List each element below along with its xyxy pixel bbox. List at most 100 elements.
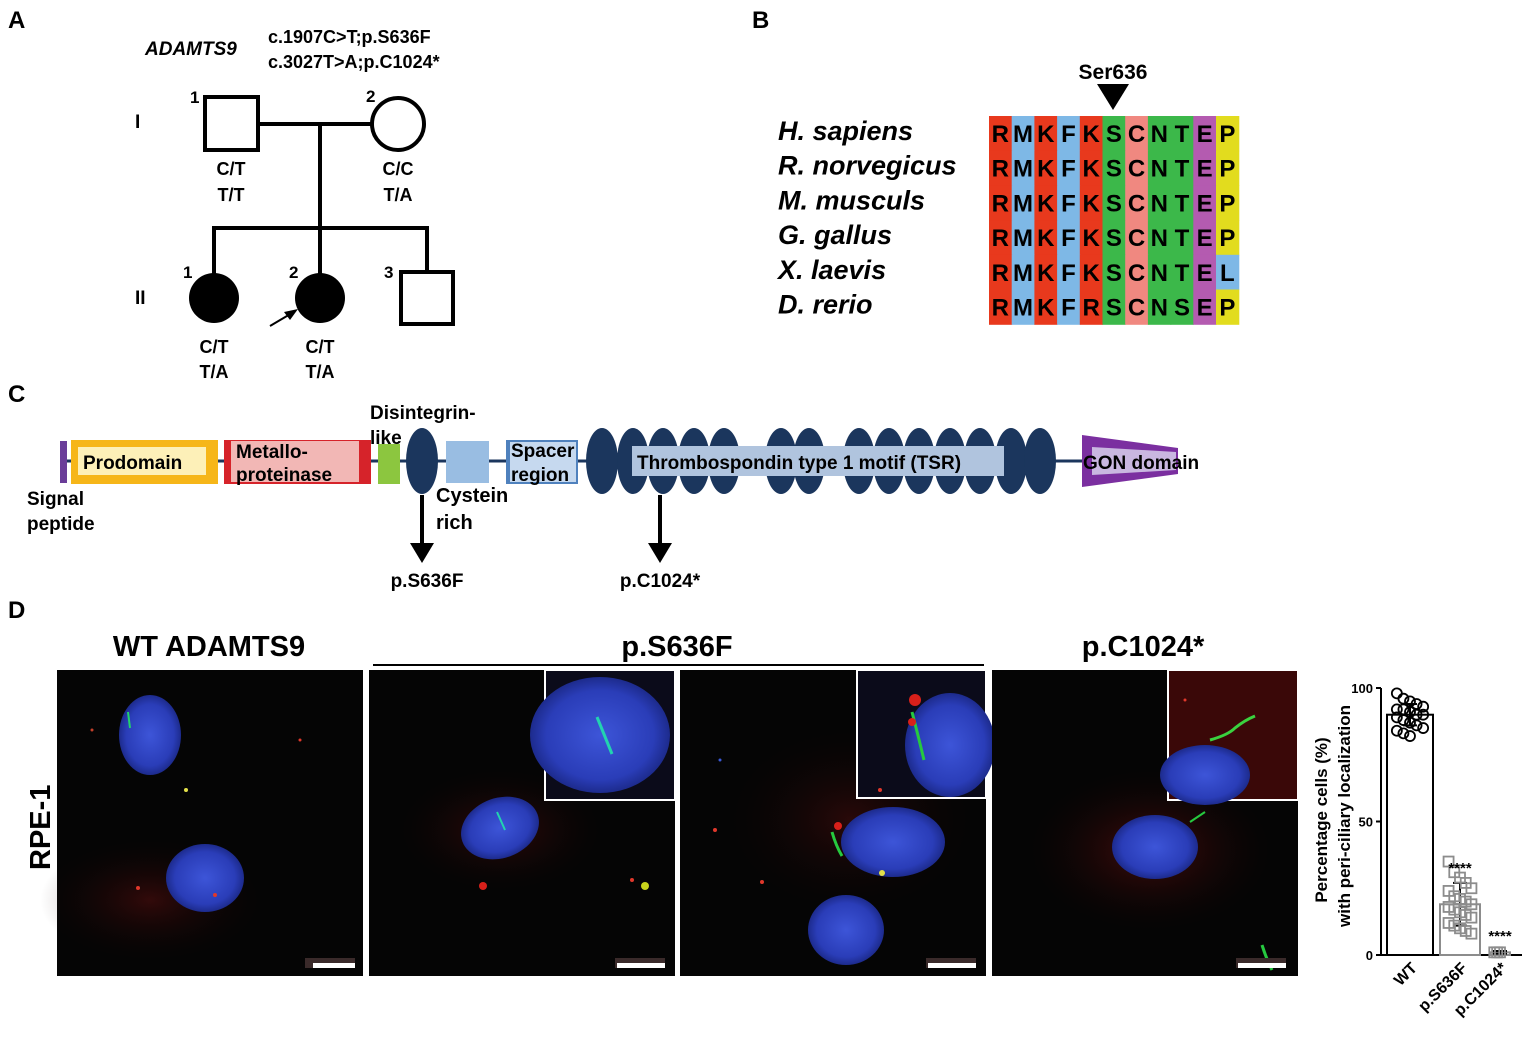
residue-cell bbox=[1170, 220, 1194, 256]
residue-letter: E bbox=[1197, 121, 1213, 148]
spacer-label-2: region bbox=[511, 465, 569, 486]
residue-letter: S bbox=[1106, 121, 1122, 148]
data-point bbox=[1410, 719, 1423, 732]
residue-letter: T bbox=[1175, 225, 1190, 252]
genotype-i1-a: C/T bbox=[217, 159, 246, 179]
mutation-label-2: p.C1024* bbox=[620, 571, 701, 592]
residue-cell bbox=[1216, 116, 1240, 152]
panel-d: D WT ADAMTS9 p.S636F p.C1024* RPE-1 bbox=[8, 597, 1522, 1020]
residue-letter: K bbox=[1037, 190, 1055, 217]
residue-cell bbox=[1102, 220, 1126, 256]
data-point bbox=[1390, 711, 1403, 724]
data-point bbox=[1397, 714, 1410, 726]
residue-letter: S bbox=[1106, 260, 1122, 287]
residue-cell bbox=[1057, 254, 1081, 291]
residue-cell bbox=[1193, 150, 1217, 186]
residue-letter: T bbox=[1175, 156, 1190, 183]
residue-letter: M bbox=[1013, 190, 1033, 217]
residue-letter: F bbox=[1061, 260, 1076, 287]
disintegrin-label-2: like bbox=[370, 428, 402, 449]
residue-cell bbox=[1170, 289, 1194, 325]
residue-cell bbox=[1057, 220, 1081, 256]
residue-letter: C bbox=[1128, 225, 1145, 252]
residue-letter: K bbox=[1082, 190, 1100, 217]
species-label: H. sapiens bbox=[778, 116, 913, 146]
tsr-motif bbox=[586, 428, 618, 494]
spacer-label-1: Spacer bbox=[511, 441, 575, 462]
residue-cell bbox=[1170, 254, 1194, 291]
data-point bbox=[1465, 927, 1478, 940]
residue-cell bbox=[1216, 150, 1240, 186]
data-point bbox=[1417, 708, 1430, 721]
y-tick-label: 100 bbox=[1351, 681, 1373, 696]
data-point bbox=[1397, 692, 1410, 705]
residue-cell bbox=[1057, 289, 1081, 325]
residue-letter: R bbox=[992, 295, 1009, 322]
residue-letter: K bbox=[1037, 295, 1055, 322]
pedigree-male-i1 bbox=[203, 95, 260, 152]
mutation-arrow-1 bbox=[410, 495, 434, 563]
generation-ii-label: II bbox=[135, 288, 146, 309]
data-point bbox=[1417, 700, 1430, 713]
data-point bbox=[1404, 730, 1416, 742]
residue-letter: L bbox=[1220, 260, 1235, 287]
residue-cell bbox=[1011, 220, 1035, 256]
residue-letter: K bbox=[1082, 156, 1100, 183]
genotype-ii1-a: C/T bbox=[200, 337, 229, 357]
micrograph-s636f-2 bbox=[680, 669, 995, 976]
metallo-label-1: Metallo- bbox=[236, 442, 308, 463]
tsr-label-background bbox=[632, 446, 1004, 476]
residue-letter: E bbox=[1197, 260, 1213, 287]
ser636-marker: Ser636 bbox=[1079, 61, 1148, 84]
residue-cell bbox=[1102, 185, 1126, 221]
residue-cell bbox=[1034, 254, 1058, 291]
nucleus bbox=[461, 796, 539, 860]
signal-label-2: peptide bbox=[27, 514, 95, 535]
residue-cell bbox=[989, 220, 1013, 256]
genotype-ii1-b: T/A bbox=[200, 362, 229, 382]
residue-letter: N bbox=[1151, 156, 1168, 183]
x-tick-label: WT bbox=[1391, 960, 1421, 990]
residue-letter: E bbox=[1197, 295, 1213, 322]
residue-cell bbox=[1079, 116, 1104, 152]
cys-label-1: Cystein bbox=[436, 485, 508, 507]
marker-triangle-icon bbox=[1097, 84, 1129, 110]
residue-letter: K bbox=[1082, 260, 1100, 287]
member-number-ii2: 2 bbox=[289, 263, 298, 282]
residue-letter: S bbox=[1106, 225, 1122, 252]
residue-cell bbox=[989, 185, 1013, 221]
residue-cell bbox=[1034, 116, 1058, 152]
residue-letter: C bbox=[1128, 190, 1145, 217]
residue-cell bbox=[1125, 116, 1149, 152]
residue-letter: C bbox=[1128, 260, 1145, 287]
data-point bbox=[1465, 911, 1478, 924]
tsr-label: Thrombospondin type 1 motif (TSR) bbox=[637, 453, 961, 474]
y-tick-label: 0 bbox=[1366, 948, 1373, 963]
nucleus bbox=[119, 695, 181, 775]
gene-name: ADAMTS9 bbox=[144, 39, 237, 60]
residue-cell bbox=[1034, 289, 1058, 325]
data-point bbox=[1417, 722, 1430, 734]
pedigree-lines bbox=[212, 122, 429, 274]
residue-letter: P bbox=[1219, 225, 1235, 252]
residue-letter: M bbox=[1013, 225, 1033, 252]
residue-cell bbox=[1011, 289, 1035, 325]
residue-cell bbox=[1125, 289, 1149, 325]
residue-cell bbox=[1057, 116, 1081, 152]
residue-letter: R bbox=[992, 260, 1009, 287]
data-point bbox=[1390, 703, 1403, 716]
residue-cell bbox=[1102, 116, 1126, 152]
panel-label-d: D bbox=[8, 597, 25, 624]
y-tick-label: 50 bbox=[1359, 815, 1373, 830]
disintegrin-domain bbox=[378, 444, 400, 484]
genotype-ii2-b: T/A bbox=[306, 362, 335, 382]
tsr-motif bbox=[995, 428, 1027, 494]
residue-letter: E bbox=[1197, 190, 1213, 217]
residue-cell bbox=[1216, 254, 1240, 291]
residue-cell bbox=[1079, 254, 1104, 291]
residue-letter: M bbox=[1013, 121, 1033, 148]
panel-label-c: C bbox=[8, 381, 25, 408]
residue-cell bbox=[1102, 254, 1126, 291]
residue-letter: K bbox=[1037, 225, 1055, 252]
